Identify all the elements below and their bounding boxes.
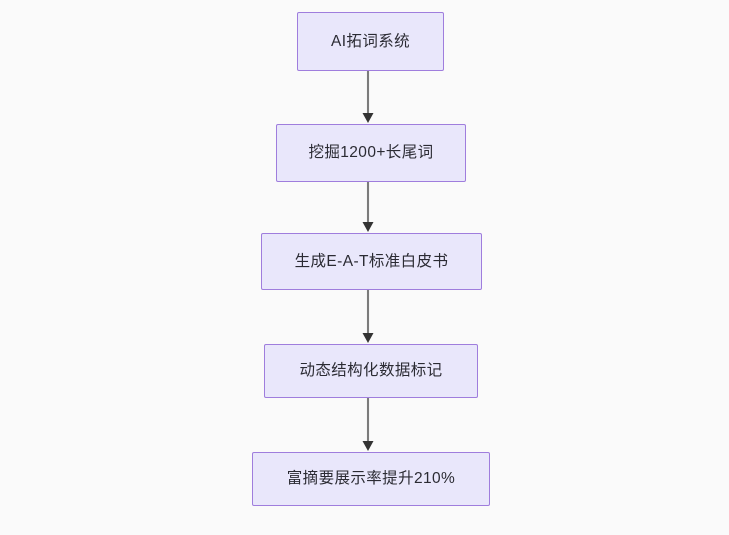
arrowhead-icon	[362, 333, 374, 343]
flowchart-node-label: 富摘要展示率提升210%	[286, 470, 456, 488]
flowchart-node-label: AI拓词系统	[330, 32, 411, 50]
flowchart-node-dynamic-structured-data-markup[interactable]: 动态结构化数据标记	[264, 344, 478, 398]
edge-node3-to-node4	[362, 290, 374, 343]
arrowhead-icon	[362, 113, 374, 123]
edge-node1-to-node2	[362, 71, 374, 123]
arrowhead-icon	[362, 222, 374, 232]
edge-node4-to-node5	[362, 398, 374, 451]
flowchart-node-mine-longtail-keywords[interactable]: 挖掘1200+长尾词	[276, 124, 466, 182]
flowchart-node-label: 生成E-A-T标准白皮书	[294, 252, 449, 270]
flowchart-node-ai-keyword-system[interactable]: AI拓词系统	[297, 12, 444, 71]
flowchart-node-generate-eat-whitepaper[interactable]: 生成E-A-T标准白皮书	[261, 233, 482, 290]
arrowhead-icon	[362, 441, 374, 451]
flowchart-node-label: 挖掘1200+长尾词	[308, 144, 434, 162]
edge-node2-to-node3	[362, 182, 374, 232]
flowchart-node-rich-snippet-rate-increase[interactable]: 富摘要展示率提升210%	[252, 452, 490, 506]
flowchart-node-label: 动态结构化数据标记	[299, 362, 443, 380]
